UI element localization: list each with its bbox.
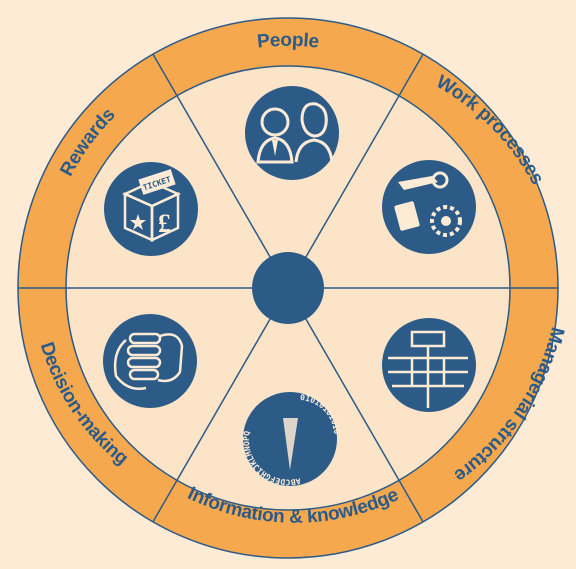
org-chart-icon — [382, 318, 476, 412]
ring-dividers — [18, 53, 558, 523]
pound-sign: £ — [158, 209, 171, 238]
binary-alphabet-icon: 01010101010 ABCDEFGHIJKLMNOPQ — [242, 392, 341, 487]
label-people: People — [256, 30, 320, 53]
tools-icon — [382, 160, 476, 254]
ticket-box-icon: TICKET £ — [104, 162, 198, 256]
handshake-icon — [103, 314, 197, 408]
sector-lines — [66, 95, 510, 481]
center-hub — [252, 252, 324, 324]
people-icon — [245, 86, 339, 180]
